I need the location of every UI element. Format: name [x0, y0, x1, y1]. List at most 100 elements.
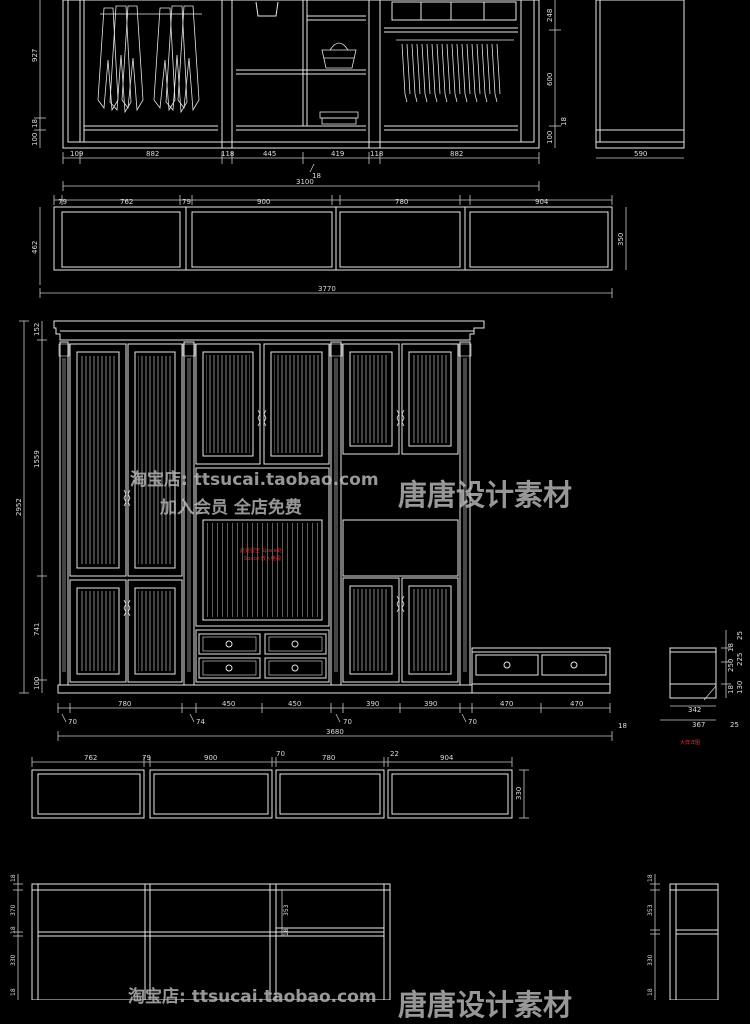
- dim-label: 18: [283, 928, 290, 936]
- dim-label: 462: [31, 241, 39, 254]
- dim-label: 70: [276, 750, 285, 758]
- dim-label: 882: [450, 150, 463, 158]
- dim-label: 18: [727, 643, 735, 652]
- main-elevation-dimensions: [19, 320, 613, 741]
- dim-label: 904: [440, 754, 454, 762]
- bottom-plan: [31, 769, 513, 819]
- dim-label: 904: [535, 198, 549, 206]
- wardrobe-front-elevation: [53, 320, 611, 694]
- dim-label: 79: [182, 198, 191, 206]
- crown-moulding: [53, 320, 485, 341]
- dim-label: 18: [647, 988, 654, 996]
- dim-label: 18: [31, 119, 39, 128]
- brand-watermark: 唐唐设计素材: [398, 988, 573, 1022]
- total-width-label: 3680: [326, 728, 344, 736]
- dim-label: 18: [10, 874, 17, 882]
- brand-watermark: 唐唐设计素材: [398, 478, 573, 512]
- cad-drawing-canvas: 109 882 118 445 419 118 882 3100 18 927 …: [10, 0, 744, 1000]
- dim-label: 25: [736, 631, 744, 640]
- door-panel: [195, 343, 261, 465]
- dim-label: 74: [196, 718, 205, 726]
- red-note-line1: 此处留空 Space处: [240, 547, 282, 554]
- dim-label: 330: [10, 954, 17, 966]
- drawer: [541, 654, 607, 676]
- dim-label: 330: [515, 787, 523, 800]
- hanging-clothes-icon: [97, 5, 202, 114]
- bench-side-detail: [669, 647, 717, 701]
- dim-label: 342: [688, 706, 701, 714]
- dim-label: 118: [370, 150, 383, 158]
- dim-label: 762: [120, 198, 133, 206]
- handbag-icon: [321, 42, 357, 69]
- dim-label: 250: [727, 659, 735, 672]
- door-panel: [342, 343, 400, 455]
- dim-label: 100: [546, 131, 554, 144]
- dim-label: 900: [204, 754, 217, 762]
- drawer: [264, 633, 327, 655]
- door-panel: [127, 343, 183, 577]
- dim-label: 600: [546, 73, 554, 86]
- dim-label: 70: [68, 718, 77, 726]
- dim-label: 445: [263, 150, 276, 158]
- dim-label: 780: [118, 700, 131, 708]
- main-elevation-dim-labels: 152 1559 2952 741 100 70 780 74 450 450 …: [15, 323, 627, 736]
- top-plan-dim-labels: 79 762 79 900 780 904 462 350 3770: [31, 198, 625, 293]
- dim-label: 353: [647, 904, 654, 916]
- dim-label: 79: [58, 198, 67, 206]
- dim-label: 762: [84, 754, 97, 762]
- drawer: [198, 657, 261, 679]
- wardrobe-interior-elevation: [62, 0, 540, 149]
- dim-label: 2952: [15, 498, 23, 516]
- top-plan: [53, 206, 613, 271]
- member-watermark: 加入会员 全店免费: [160, 498, 302, 518]
- door-handle-icon: [123, 409, 405, 617]
- dim-label: 390: [424, 700, 437, 708]
- dim-label: 18: [10, 926, 17, 934]
- dim-label: 741: [33, 623, 41, 636]
- dim-label: 882: [146, 150, 159, 158]
- bottom-section-dimensions: [13, 874, 660, 1000]
- side-detail-dim-labels: 25 18 250 225 130 18 342 367 25: [688, 631, 744, 729]
- door-panel: [263, 343, 330, 465]
- bottom-plan-dim-labels: 762 79 900 70 780 22 904 330: [84, 750, 523, 800]
- side-depth-label: 590: [634, 150, 647, 158]
- dim-label: 70: [343, 718, 352, 726]
- dim-label: 118: [221, 150, 234, 158]
- top-elevation-dimensions: [34, 0, 561, 191]
- dim-label: 470: [500, 700, 513, 708]
- pilaster: [183, 341, 195, 686]
- dim-label: 22: [390, 750, 399, 758]
- top-plan-dimensions: [39, 195, 627, 298]
- total-width-label: 3770: [318, 285, 336, 293]
- dim-label: 353: [283, 904, 290, 916]
- dim-label: 927: [31, 49, 39, 62]
- dim-label: 370: [10, 904, 17, 916]
- side-detail-dimensions: [660, 630, 731, 721]
- drawer: [198, 633, 261, 655]
- pilaster: [59, 341, 69, 686]
- dim-label: 450: [222, 700, 235, 708]
- dim-label: 330: [647, 954, 654, 966]
- dim-label: 100: [31, 133, 39, 146]
- door-panel: [401, 343, 459, 455]
- dim-label: 390: [366, 700, 379, 708]
- door-panel: [69, 579, 127, 683]
- pilaster: [330, 341, 342, 686]
- dim-label: 18: [618, 722, 627, 730]
- dim-label: 900: [257, 198, 270, 206]
- dim-label: 18: [312, 172, 321, 180]
- red-annotation: 此处留空 Space处 Space 放入电视: [240, 547, 282, 562]
- bottom-plan-dimensions: [31, 757, 529, 819]
- dim-label: 152: [33, 323, 41, 336]
- dim-label: 470: [570, 700, 583, 708]
- door-panel: [69, 343, 127, 577]
- dim-label: 109: [70, 150, 83, 158]
- dim-label: 450: [288, 700, 301, 708]
- open-shelf: [342, 519, 459, 577]
- bottom-section-dim-labels: 18 370 18 330 18 353 18 18 353 330 18: [10, 874, 654, 996]
- dim-label: 1559: [33, 450, 41, 468]
- dim-label: 70: [468, 718, 477, 726]
- red-note-line2: Space 放入电视: [244, 555, 281, 562]
- pilaster: [459, 341, 471, 686]
- drawer-block: [195, 629, 330, 683]
